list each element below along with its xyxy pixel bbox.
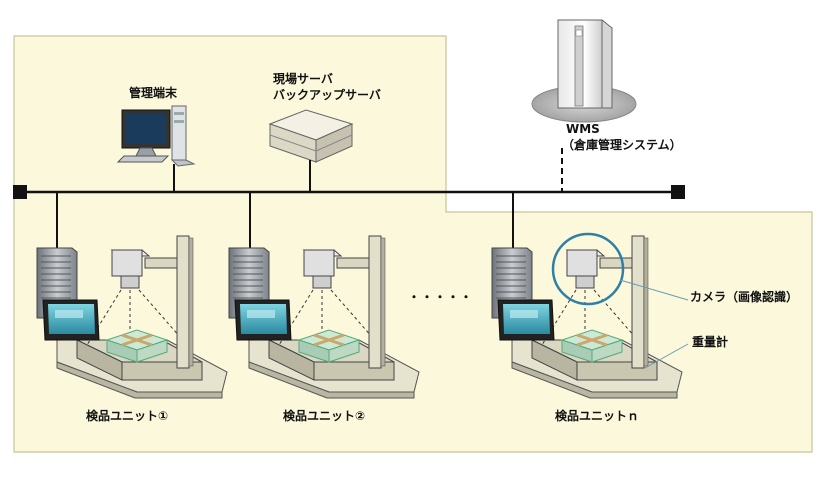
bus-terminator-left [13,185,27,199]
unit-label-1: 検品ユニット① [86,409,169,423]
backup-server-label: バックアップサーバ [273,88,381,102]
admin-terminal-icon [116,105,196,167]
scale-callout-line [644,343,689,369]
wms-subtitle-label: （倉庫管理システム） [562,138,682,152]
unit-label-n: 検品ユニットｎ [555,409,640,423]
camera-callout-line [619,279,689,301]
camera-label: カメラ（画像認識） [690,290,799,304]
scale-label: 重量計 [692,335,729,349]
unit-label-2: 検品ユニット② [283,409,366,423]
bus-terminator-right [671,185,685,199]
site-server-icon [268,109,354,163]
ellipsis-label: ・・・・・ [408,290,474,304]
camera-highlight-ring [551,232,625,306]
wms-server [531,19,637,123]
admin-terminal-label: 管理端末 [129,86,178,100]
site-server-label: 現場サーバ [273,72,333,86]
wms-label: WMS [566,122,600,136]
